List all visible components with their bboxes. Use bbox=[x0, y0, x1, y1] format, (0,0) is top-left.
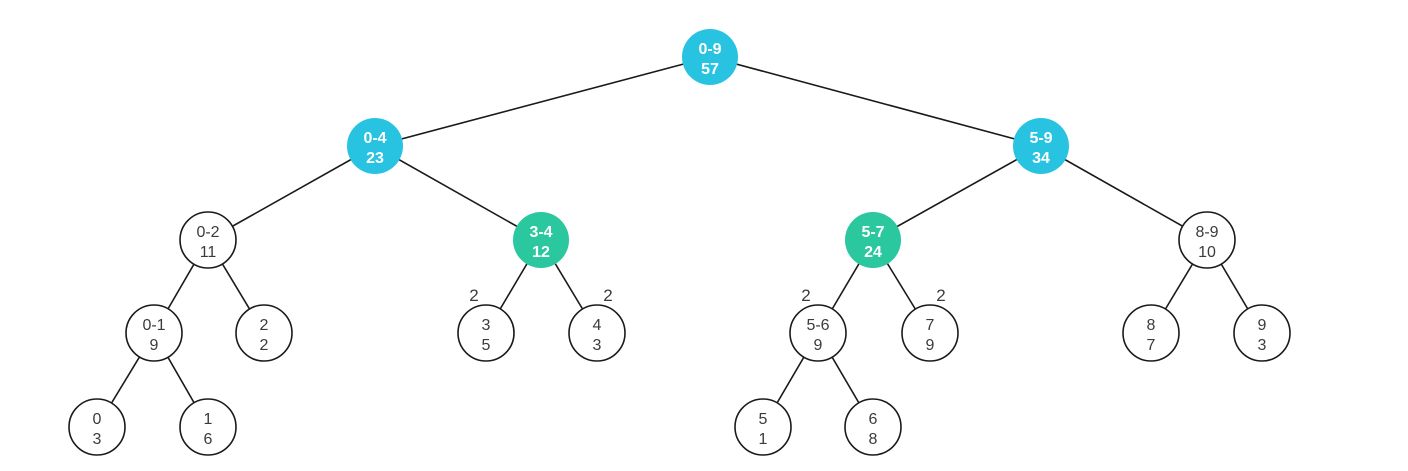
node-value-label: 9 bbox=[926, 337, 935, 354]
node-circle bbox=[457, 304, 515, 362]
tree-node-0-9: 0-957 bbox=[682, 29, 738, 85]
tree-edge-5-9-to-5-7 bbox=[872, 145, 1042, 241]
node-range-label: 1 bbox=[204, 411, 213, 428]
node-circle bbox=[845, 212, 901, 268]
node-value-label: 23 bbox=[366, 150, 384, 167]
node-value-label: 3 bbox=[93, 431, 102, 448]
tree-node-0: 03 bbox=[68, 398, 126, 456]
edge-weight-label: 2 bbox=[469, 286, 478, 305]
node-range-label: 2 bbox=[260, 317, 269, 334]
node-value-label: 57 bbox=[701, 61, 719, 78]
tree-node-0-1: 0-19 bbox=[125, 304, 183, 362]
node-value-label: 3 bbox=[593, 337, 602, 354]
node-circle bbox=[789, 304, 847, 362]
node-value-label: 5 bbox=[482, 337, 491, 354]
tree-edge-5-9-to-8-9 bbox=[1040, 145, 1208, 241]
node-range-label: 5-9 bbox=[1029, 130, 1052, 147]
node-range-label: 6 bbox=[869, 411, 878, 428]
tree-node-5-6: 5-69 bbox=[789, 304, 847, 362]
tree-node-6: 68 bbox=[844, 398, 902, 456]
edge-weight-label: 2 bbox=[936, 286, 945, 305]
tree-node-0-2: 0-211 bbox=[179, 211, 237, 269]
node-value-label: 34 bbox=[1032, 150, 1050, 167]
node-value-label: 10 bbox=[1198, 244, 1216, 261]
tree-node-8-9: 8-910 bbox=[1178, 211, 1236, 269]
node-range-label: 7 bbox=[926, 317, 935, 334]
node-circle bbox=[347, 118, 403, 174]
node-circle bbox=[513, 212, 569, 268]
node-value-label: 3 bbox=[1258, 337, 1267, 354]
node-range-label: 0-2 bbox=[196, 224, 219, 241]
node-circle bbox=[901, 304, 959, 362]
node-circle bbox=[1233, 304, 1291, 362]
tree-node-4: 43 bbox=[568, 304, 626, 362]
node-value-label: 6 bbox=[204, 431, 213, 448]
node-range-label: 5-6 bbox=[806, 317, 829, 334]
node-value-label: 8 bbox=[869, 431, 878, 448]
node-range-label: 9 bbox=[1258, 317, 1267, 334]
node-value-label: 11 bbox=[200, 244, 217, 261]
node-range-label: 4 bbox=[593, 317, 602, 334]
tree-node-8: 87 bbox=[1122, 304, 1180, 362]
tree-node-5-9: 5-934 bbox=[1013, 118, 1069, 174]
node-value-label: 12 bbox=[532, 244, 550, 261]
tree-node-3-4: 3-412 bbox=[513, 212, 569, 268]
tree-node-1: 16 bbox=[179, 398, 237, 456]
edge-weight-label: 2 bbox=[603, 286, 612, 305]
node-circle bbox=[568, 304, 626, 362]
node-value-label: 1 bbox=[759, 431, 768, 448]
node-circle bbox=[844, 398, 902, 456]
node-range-label: 5-7 bbox=[861, 224, 884, 241]
node-range-label: 8-9 bbox=[1195, 224, 1218, 241]
node-circle bbox=[68, 398, 126, 456]
node-range-label: 3 bbox=[482, 317, 491, 334]
node-value-label: 9 bbox=[150, 337, 159, 354]
node-circle bbox=[682, 29, 738, 85]
edge-weight-label: 2 bbox=[801, 286, 810, 305]
tree-edge-0-9-to-5-9 bbox=[709, 56, 1042, 147]
tree-edge-0-4-to-3-4 bbox=[374, 145, 542, 241]
tree-node-9: 93 bbox=[1233, 304, 1291, 362]
tree-node-7: 79 bbox=[901, 304, 959, 362]
node-value-label: 2 bbox=[260, 337, 269, 354]
tree-node-2: 22 bbox=[235, 304, 293, 362]
node-circle bbox=[734, 398, 792, 456]
node-range-label: 8 bbox=[1147, 317, 1156, 334]
node-circle bbox=[1122, 304, 1180, 362]
tree-node-5-7: 5-724 bbox=[845, 212, 901, 268]
node-range-label: 0-9 bbox=[698, 41, 721, 58]
node-circle bbox=[125, 304, 183, 362]
node-circle bbox=[179, 398, 237, 456]
node-value-label: 9 bbox=[814, 337, 823, 354]
tree-edge-0-9-to-0-4 bbox=[374, 56, 711, 147]
node-value-label: 24 bbox=[864, 244, 882, 261]
node-range-label: 3-4 bbox=[529, 224, 552, 241]
node-range-label: 0-4 bbox=[363, 130, 386, 147]
node-circle bbox=[1178, 211, 1236, 269]
node-value-label: 7 bbox=[1147, 337, 1156, 354]
node-circle bbox=[1013, 118, 1069, 174]
node-range-label: 0 bbox=[93, 411, 102, 428]
tree-node-3: 35 bbox=[457, 304, 515, 362]
node-range-label: 0-1 bbox=[142, 317, 165, 334]
node-circle bbox=[179, 211, 237, 269]
tree-node-0-4: 0-423 bbox=[347, 118, 403, 174]
node-range-label: 5 bbox=[759, 411, 768, 428]
node-circle bbox=[235, 304, 293, 362]
tree-node-5: 51 bbox=[734, 398, 792, 456]
tree-edge-0-4-to-0-2 bbox=[207, 145, 376, 241]
